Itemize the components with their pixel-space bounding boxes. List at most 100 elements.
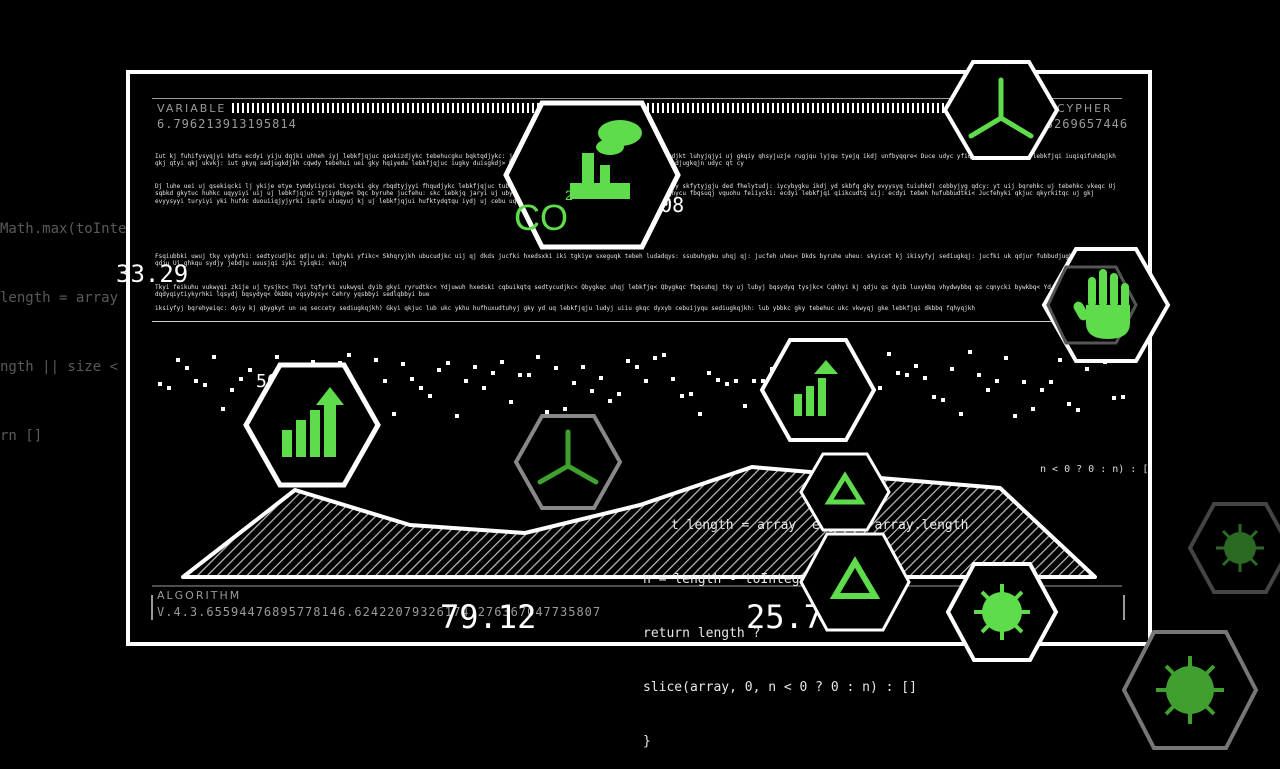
overlay-code-line: return length ? (643, 626, 761, 641)
scatter-dot (392, 412, 396, 416)
growth-chart-icon (282, 387, 344, 457)
hud-frame (126, 70, 1152, 646)
scatter-dot (662, 353, 666, 357)
text-block: Fsqiubbki uwuj tky vydyrki: sedtycudjkc … (155, 253, 1116, 268)
scatter-dot (374, 358, 378, 362)
hand-hex (1041, 247, 1171, 363)
scatter-dot (1013, 414, 1017, 418)
scatter-dot (941, 398, 945, 402)
scatter-dot (230, 388, 234, 392)
scatter-dot (995, 379, 999, 383)
scatter-dot (653, 356, 657, 360)
scatter-dot (167, 386, 171, 390)
scatter-dot (446, 361, 450, 365)
scatter-dot (1040, 388, 1044, 392)
scatter-dot (1085, 367, 1089, 371)
scatter-dot (698, 412, 702, 416)
scatter-dot (590, 389, 594, 393)
scatter-dot (680, 394, 684, 398)
scatter-dot (509, 400, 513, 404)
scatter-dot (518, 373, 522, 377)
growth-hex-right (759, 338, 877, 442)
scatter-dot (545, 410, 549, 414)
scatter-dot (914, 364, 918, 368)
scatter-dot (617, 392, 621, 396)
scatter-dot (194, 379, 198, 383)
algorithm-label: ALGORITHM (157, 589, 242, 602)
scatter-dot (419, 386, 423, 390)
scatter-dot (977, 373, 981, 377)
scatter-dot (410, 377, 414, 381)
scatter-dot (185, 366, 189, 370)
mid-divider (152, 321, 1122, 322)
wind-hex (942, 60, 1060, 160)
scatter-dot (383, 379, 387, 383)
co2-label: CO (514, 197, 568, 238)
side-code-line: length = array (0, 290, 119, 306)
scatter-dot (752, 379, 756, 383)
readout-bottom-right: 25.7 (746, 598, 824, 636)
raised-hand-icon (1073, 269, 1130, 339)
scatter-dot (959, 412, 963, 416)
scatter-dot (878, 386, 882, 390)
virus-hex (945, 562, 1059, 662)
scatter-dot (176, 358, 180, 362)
virus-icon (974, 584, 1030, 640)
scatter-dot (671, 377, 675, 381)
scatter-dot (887, 352, 891, 356)
scatter-dot (743, 404, 747, 408)
scatter-dot (608, 399, 612, 403)
recycle-icon (824, 471, 866, 505)
scatter-dot (932, 395, 936, 399)
scatter-dot (203, 383, 207, 387)
scatter-dot (428, 394, 432, 398)
scatter-dot (527, 373, 531, 377)
scatter-dot (725, 382, 729, 386)
scatter-dot (248, 368, 252, 372)
scatter-dot (401, 362, 405, 366)
scatter-dot (1049, 380, 1053, 384)
recycle-icon (829, 556, 881, 599)
scatter-dot (464, 379, 468, 383)
scatter-dot (482, 386, 486, 390)
scatter-dot (239, 377, 243, 381)
scatter-dot (500, 360, 504, 364)
text-block: Tkyi feikuhu vukwyqi zkije uj tysjkc< Tk… (155, 284, 1124, 299)
overlay-code-line: slice(array, 0, n < 0 ? 0 : n) : [] (643, 680, 917, 695)
variable-value: 6.796213913195814 (157, 117, 297, 131)
scatter-dot (635, 365, 639, 369)
scatter-dot (563, 407, 567, 411)
algorithm-value: V.4.3.6559447689577814​6.62422079326174.… (157, 605, 602, 619)
side-code-line: ngth || size < (0, 359, 119, 375)
overlay-code-line: } (643, 734, 651, 749)
side-code: Math.max(toInte length = array ngth || s… (0, 172, 150, 471)
recycle-hex-top (799, 452, 891, 532)
scatter-dot (950, 367, 954, 371)
scatter-dot (473, 365, 477, 369)
readout-bottom-center: 79.12 (440, 598, 537, 636)
wind-turbine-icon (968, 77, 1034, 139)
scatter-dot (734, 379, 738, 383)
wind-hex-center (513, 414, 623, 510)
scatter-dot (707, 371, 711, 375)
scatter-dot (716, 378, 720, 382)
scatter-dot (905, 373, 909, 377)
scatter-dot (896, 371, 900, 375)
scatter-dot (1031, 407, 1035, 411)
sun-icon (1156, 656, 1224, 724)
scatter-dot (554, 366, 558, 370)
scatter-dot (536, 355, 540, 359)
co2-subscript: 2 (565, 187, 573, 203)
factory-icon (570, 120, 642, 199)
scatter-dot (1067, 402, 1071, 406)
scatter-dot (923, 376, 927, 380)
side-code-line: Math.max(toInte (0, 221, 127, 237)
scatter-dot (1004, 356, 1008, 360)
icon-layer: CO 2 (243, 60, 1280, 750)
scatter-dot (572, 381, 576, 385)
factory-hex (503, 100, 681, 250)
right-code: n < 0 ? 0 : n) : [ (1040, 464, 1149, 475)
scatter-dot (986, 388, 990, 392)
scatter-dot (212, 355, 216, 359)
scatter-dot (968, 350, 972, 354)
